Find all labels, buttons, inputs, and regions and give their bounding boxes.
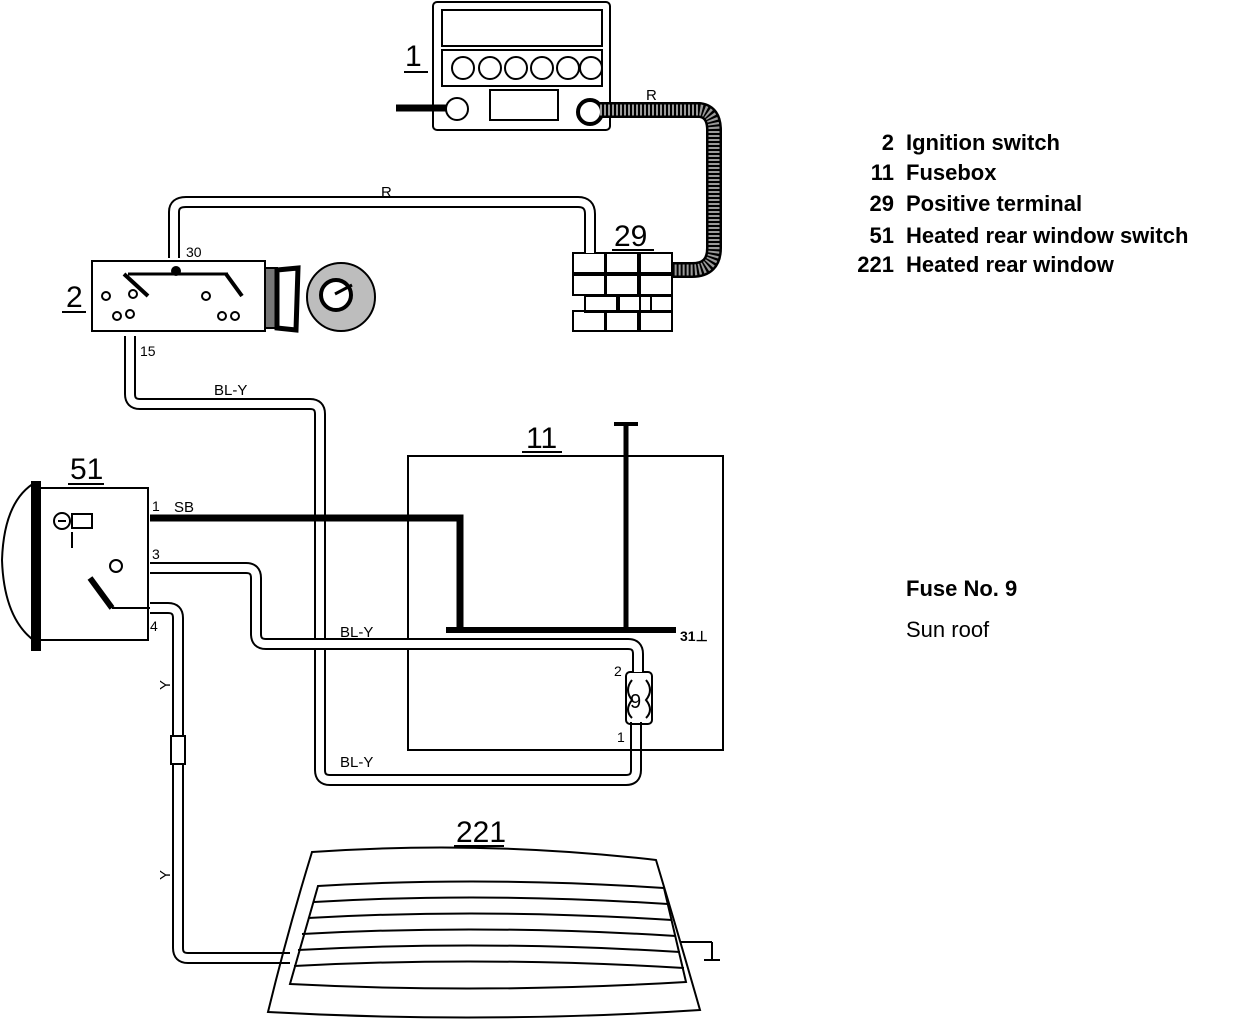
instrument-panel: [396, 1, 611, 131]
wire-label-y-2: Y: [157, 870, 174, 880]
fuse-description: Sun roof: [906, 617, 990, 642]
wire-sb: [150, 514, 464, 630]
terminal-1: 1: [152, 498, 160, 514]
heated-window-switch: [0, 481, 150, 651]
legend-number: 11: [870, 160, 894, 185]
window-switch-number: 51: [70, 453, 103, 486]
legend-item-heated-rear-window: 221 Heated rear window: [830, 252, 1114, 278]
fuse-title: Fuse No. 9: [906, 576, 1018, 601]
wire-r-middle: [168, 196, 596, 258]
wire-connector: [170, 735, 186, 765]
instrument-number: 1: [405, 40, 422, 73]
positive-terminal-number: 29: [614, 220, 647, 253]
wire-label-y-1: Y: [157, 680, 174, 690]
wire-label-r-top: R: [646, 87, 657, 104]
ground-terminal: 31⊥: [680, 628, 708, 644]
terminal-3: 3: [152, 546, 160, 562]
legend-label: Ignition switch: [906, 130, 1060, 155]
positive-terminal-block: [572, 252, 673, 332]
legend-label: Positive terminal: [906, 191, 1083, 216]
legend-number: 51: [869, 223, 894, 248]
terminal-30: 30: [186, 244, 202, 260]
fusebox-number: 11: [526, 422, 557, 455]
legend-number: 29: [869, 191, 894, 216]
wire-label-bl-y-2: BL-Y: [340, 624, 373, 641]
legend-item-positive-terminal: 29 Positive terminal: [830, 191, 1083, 217]
wire-y: [150, 602, 290, 964]
ignition-switch: [91, 260, 376, 333]
rear-window-number: 221: [456, 816, 506, 849]
wire-label-sb: SB: [174, 499, 194, 516]
legend-item-fusebox: 11 Fusebox: [830, 160, 997, 186]
heated-rear-window: [266, 846, 720, 1019]
legend-number: 221: [857, 252, 894, 277]
terminal-4: 4: [150, 618, 158, 634]
legend-label: Heated rear window: [906, 252, 1114, 277]
legend-label: Heated rear window switch: [906, 223, 1189, 248]
fusebox-outline: [407, 455, 724, 751]
legend-item-ignition-switch: 2 Ignition switch: [830, 130, 1060, 156]
fuse-number: 9: [630, 691, 641, 713]
legend-number: 2: [881, 130, 894, 155]
ignition-switch-number: 2: [66, 281, 83, 314]
legend-item-heated-rear-window-switch: 51 Heated rear window switch: [830, 223, 1189, 249]
wire-bl-y-switch: [150, 562, 644, 672]
wire-label-r-middle: R: [381, 184, 392, 201]
legend-label: Fusebox: [906, 160, 997, 185]
fuse-terminal-2: 2: [614, 663, 622, 679]
terminal-15: 15: [140, 343, 156, 359]
wire-label-bl-y-1: BL-Y: [214, 382, 247, 399]
wire-label-bl-y-3: BL-Y: [340, 754, 373, 771]
fuse-terminal-1: 1: [617, 729, 625, 745]
